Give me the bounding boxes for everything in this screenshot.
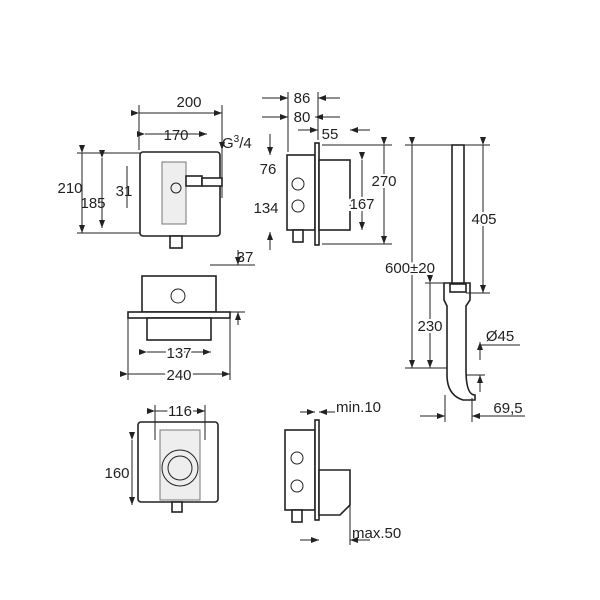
- flush-pipe: [405, 137, 525, 422]
- dim-height-outer: 210: [57, 180, 82, 197]
- dim-offset: 31: [116, 183, 133, 200]
- dim-pipe-diameter: Ø45: [486, 328, 514, 345]
- dim-top-inner: 137: [166, 345, 191, 362]
- dim-height-plate: 270: [371, 173, 396, 190]
- dim-pipe-upper: 405: [471, 211, 496, 228]
- thread-label: G3/4: [222, 134, 252, 152]
- dim-cover-width: 116: [168, 403, 192, 420]
- dim-height-rear: 167: [349, 196, 374, 213]
- dim-pipe-offset: 69,5: [493, 400, 522, 417]
- front-view-cover: [129, 405, 219, 513]
- dim-min: min.10: [336, 399, 381, 416]
- side-view: [262, 92, 392, 250]
- side-view-cover: [284, 409, 370, 545]
- dim-pipe-total: 600±20: [385, 260, 435, 277]
- dim-height-inner: 185: [80, 195, 105, 212]
- dim-width-outer: 200: [176, 94, 201, 111]
- dim-hole-upper: 76: [260, 161, 277, 178]
- dim-depth-box: 80: [294, 109, 311, 126]
- dim-depth-total: 86: [294, 90, 311, 107]
- front-view: [77, 105, 225, 249]
- dim-width-inner: 170: [163, 127, 188, 144]
- dim-top-outer: 240: [166, 367, 191, 384]
- top-view: [120, 250, 255, 380]
- dim-top-depth: 37: [237, 249, 254, 266]
- dim-pipe-lower: 230: [417, 318, 442, 335]
- dim-cover-height: 160: [104, 465, 129, 482]
- dim-depth-rear: 55: [322, 126, 339, 143]
- dim-hole-lower: 134: [253, 200, 278, 217]
- dim-max: max.50: [352, 525, 401, 542]
